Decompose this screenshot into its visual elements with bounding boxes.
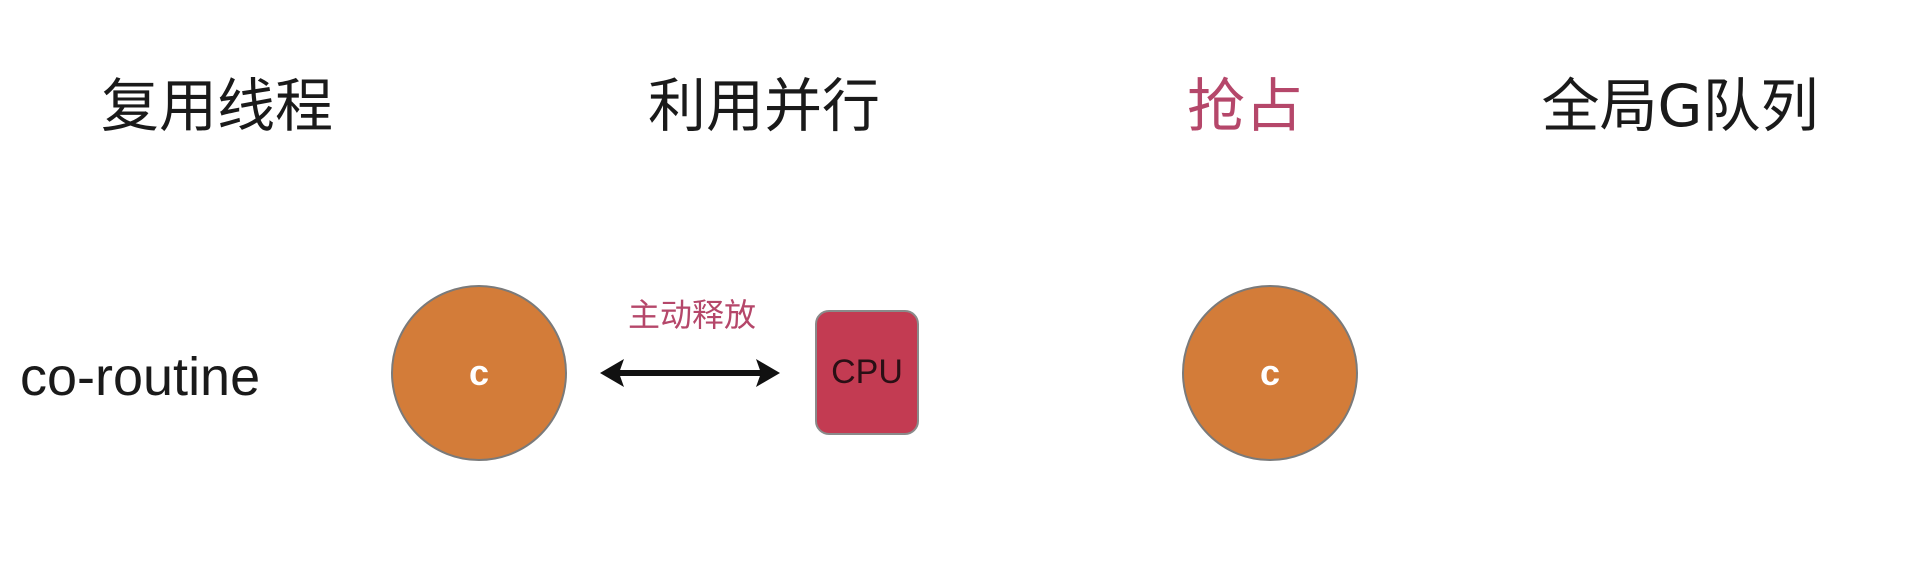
double-arrow-icon: [600, 359, 780, 387]
coroutine-label: c: [468, 352, 490, 393]
voluntary-release-label: 主动释放: [627, 296, 757, 334]
heading-reuse-threads: 复用线程: [100, 72, 334, 140]
cpu-label: CPU: [831, 353, 903, 391]
heading-global-g-queue: 全局G队列: [1541, 72, 1819, 140]
cpu-box: CPU: [815, 310, 919, 435]
row-label-coroutine: co-routine: [20, 347, 261, 407]
heading-preemption: 抢占: [1186, 72, 1304, 140]
coroutine-circle: c: [391, 285, 567, 461]
coroutine-label: c: [1259, 352, 1281, 393]
heading-use-parallelism: 利用并行: [647, 72, 881, 140]
preempt-coroutine-circle: c: [1182, 285, 1358, 461]
